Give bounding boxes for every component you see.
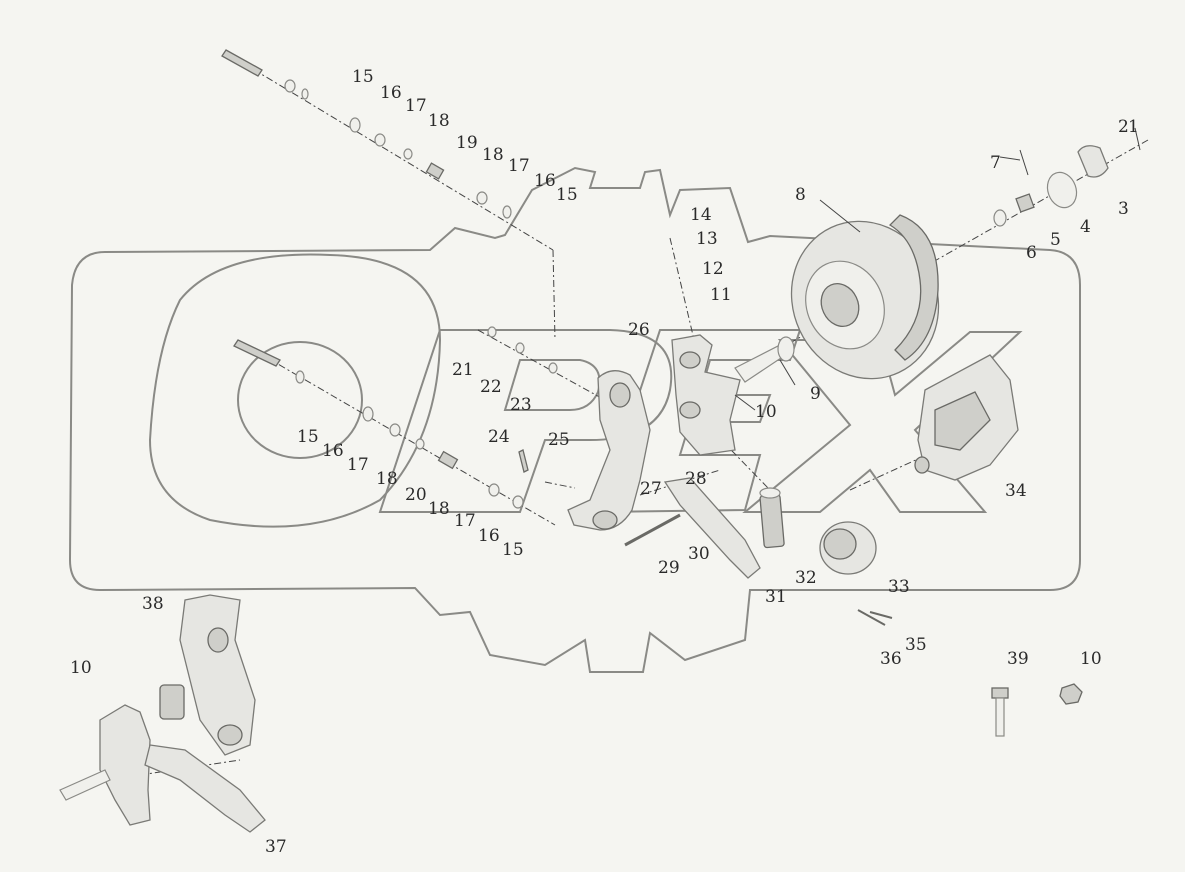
callout-14: 14 xyxy=(690,205,712,225)
callout-17-c: 17 xyxy=(347,455,369,475)
watermark-letter-x xyxy=(742,331,1023,513)
lower-pin-group xyxy=(233,326,558,509)
callout-15-d: 15 xyxy=(502,540,524,560)
callout-13: 13 xyxy=(696,229,718,249)
bolt-39-icon xyxy=(991,687,1009,737)
callout-9: 9 xyxy=(810,384,821,404)
callout-16-c: 16 xyxy=(322,441,344,461)
callout-1: 1 xyxy=(1128,117,1139,137)
hub-carrier-10-icon xyxy=(671,334,795,456)
callout-25: 25 xyxy=(548,430,570,450)
callout-17-a: 17 xyxy=(405,96,427,116)
callout-40: 10 xyxy=(1080,649,1102,669)
callout-3: 3 xyxy=(1118,199,1129,219)
brake-disc-hub-8-icon xyxy=(790,214,940,380)
callout-6: 6 xyxy=(1026,243,1037,263)
pin-15-lower-icon xyxy=(233,339,281,367)
callout-7: 7 xyxy=(990,153,1001,173)
sleeve-32-icon xyxy=(759,487,785,549)
watermark-letter-o xyxy=(148,253,442,528)
callout-11: 11 xyxy=(710,285,732,305)
callout-30: 30 xyxy=(688,544,710,564)
bolts-35-36-icon xyxy=(857,609,893,626)
callout-31: 31 xyxy=(765,587,787,607)
callout-10-hub: 10 xyxy=(755,402,777,422)
callout-21: 21 xyxy=(452,360,474,380)
callout-37: 37 xyxy=(265,837,287,857)
knuckle-10-lower-icon xyxy=(99,704,151,826)
callout-15-a: 15 xyxy=(352,67,374,87)
callout-16-a: 16 xyxy=(380,83,402,103)
watermark-letter-o-inner xyxy=(237,341,363,459)
nut-40-icon xyxy=(1059,683,1083,705)
callout-18-b: 18 xyxy=(482,145,504,165)
callout-4: 4 xyxy=(1080,217,1091,237)
callout-15-b: 15 xyxy=(556,185,578,205)
callout-18-a: 18 xyxy=(428,111,450,131)
lower-left-assembly-icon xyxy=(59,594,266,833)
watermark-letter-p-hole xyxy=(503,359,601,411)
callout-23: 23 xyxy=(510,395,532,415)
callout-26: 26 xyxy=(628,320,650,340)
callout-22: 22 xyxy=(480,377,502,397)
brake-caliper-34-icon xyxy=(914,354,1019,481)
callout-33: 33 xyxy=(888,577,910,597)
hub-small-parts-icon xyxy=(993,145,1109,227)
callout-8: 8 xyxy=(795,185,806,205)
arm-37-icon xyxy=(144,744,266,833)
callout-2: 2 xyxy=(1118,117,1129,137)
callout-leaders xyxy=(734,127,1141,411)
callout-27: 27 xyxy=(640,479,662,499)
callout-24: 24 xyxy=(488,427,510,447)
callout-28: 28 xyxy=(685,469,707,489)
callout-18-d: 18 xyxy=(428,499,450,519)
callout-17-d: 17 xyxy=(454,511,476,531)
callout-numbers: 1 2 3 4 5 6 7 8 9 10 10 10 11 12 13 14 1… xyxy=(70,67,1139,857)
callout-16-d: 16 xyxy=(478,526,500,546)
callout-35: 35 xyxy=(905,635,927,655)
callout-29: 29 xyxy=(658,558,680,578)
lever-arm-31-icon xyxy=(624,477,761,579)
callout-17-b: 17 xyxy=(508,156,530,176)
pin-15-upper-icon xyxy=(221,49,263,77)
callout-34: 34 xyxy=(1005,481,1027,501)
callout-38: 38 xyxy=(142,594,164,614)
bearing-33-icon xyxy=(819,521,877,575)
callout-18-c: 18 xyxy=(376,469,398,489)
callout-5: 5 xyxy=(1050,230,1061,250)
callout-10-lower: 10 xyxy=(70,658,92,678)
callout-20: 20 xyxy=(405,485,427,505)
callout-19: 19 xyxy=(456,133,478,153)
upper-pin-group xyxy=(221,49,512,219)
callout-32: 32 xyxy=(795,568,817,588)
watermark-letter-p xyxy=(378,329,673,513)
bracket-38-icon xyxy=(179,594,256,756)
callout-39: 39 xyxy=(1007,649,1029,669)
callout-15-c: 15 xyxy=(297,427,319,447)
callout-16-b: 16 xyxy=(534,171,556,191)
steering-knuckle-25-icon xyxy=(567,370,651,531)
callout-12: 12 xyxy=(702,259,724,279)
callout-36: 36 xyxy=(880,649,902,669)
watermark-gear xyxy=(68,166,1081,673)
